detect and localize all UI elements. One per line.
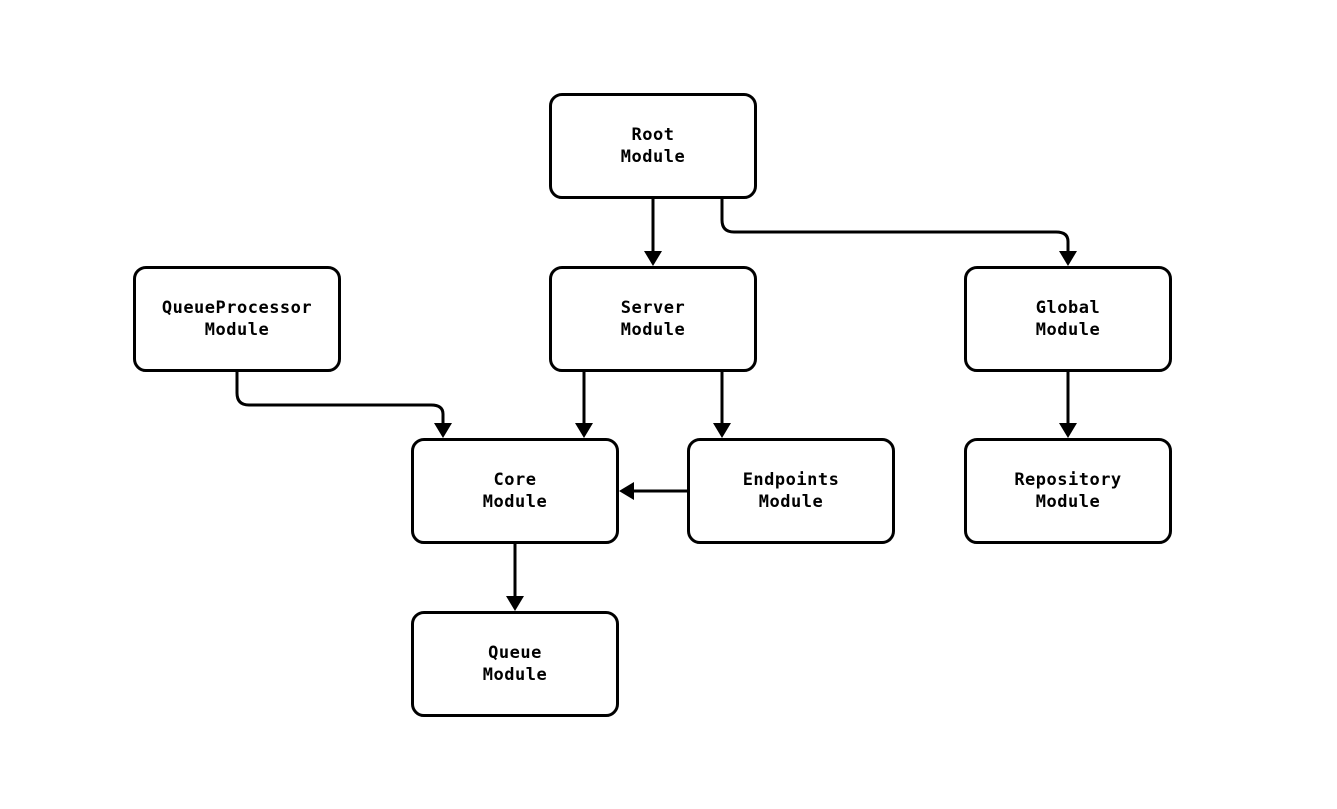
node-label-line: Root — [631, 125, 675, 145]
edge-root-to-global — [720, 199, 1070, 251]
node-label-line: Module — [620, 320, 686, 340]
node-label-line: Queue — [488, 643, 542, 663]
node-label-line: Module — [1035, 492, 1101, 512]
node-label-line: Module — [620, 147, 686, 167]
arrowhead-endpoints-to-core — [619, 482, 634, 500]
node-label-line: Repository — [1014, 470, 1122, 490]
arrowhead-global-to-repository — [1059, 423, 1077, 438]
node-label-line: QueueProcessor — [161, 298, 313, 318]
arrowhead-root-to-global — [1059, 251, 1077, 266]
edge-queueprocessor-to-core — [235, 372, 445, 423]
arrowhead-root-to-server — [644, 251, 662, 266]
node-label-line: Module — [482, 492, 548, 512]
node-label-line: Module — [758, 492, 824, 512]
node-label-line: Module — [204, 320, 270, 340]
node-label-line: Core — [493, 470, 537, 490]
node-label-line: Server — [620, 298, 686, 318]
arrowhead-queueprocessor-to-core — [434, 423, 452, 438]
node-label-line: Global — [1035, 298, 1101, 318]
arrowhead-core-to-queue — [506, 596, 524, 611]
arrowhead-server-to-endpoints — [713, 423, 731, 438]
node-label-line: Module — [482, 665, 548, 685]
arrowhead-server-to-core — [575, 423, 593, 438]
node-label-line: Endpoints — [742, 470, 840, 490]
node-label-line: Module — [1035, 320, 1101, 340]
